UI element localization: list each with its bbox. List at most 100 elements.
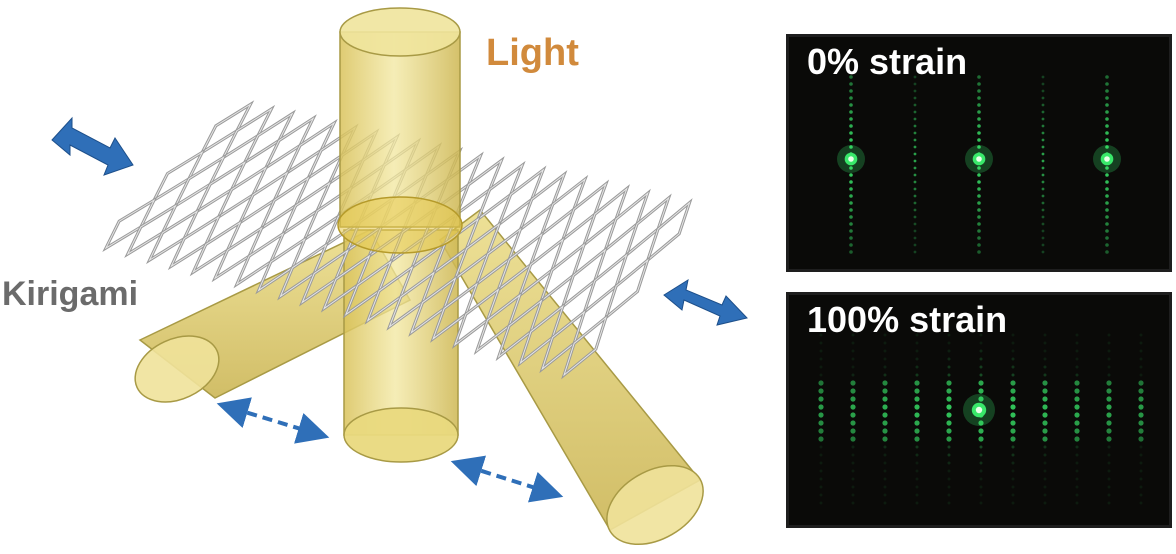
diffraction-main-spot-core: [1104, 156, 1110, 162]
diffraction-spot: [946, 428, 952, 434]
diffraction-spot: [947, 461, 951, 465]
diffraction-spot: [977, 124, 981, 128]
diffraction-spot: [849, 96, 853, 100]
diffraction-spot: [914, 420, 920, 426]
diffraction-spot: [1105, 173, 1109, 177]
diffraction-spot: [915, 485, 919, 489]
diffraction-spot: [849, 215, 853, 219]
diffraction-spot: [850, 404, 856, 410]
diffraction-spot: [1041, 145, 1045, 149]
diffraction-spot: [851, 477, 855, 481]
diffraction-spot: [913, 222, 917, 226]
diffraction-spot: [915, 349, 919, 353]
diffraction-spot: [1107, 501, 1111, 505]
diffraction-spot: [1041, 82, 1045, 86]
diffraction-spot: [1042, 420, 1048, 426]
diffraction-spot: [1138, 436, 1144, 442]
diffraction-spot: [1041, 103, 1045, 107]
diffraction-spot: [883, 341, 887, 345]
diffraction-spot: [915, 365, 919, 369]
diffraction-spot: [819, 349, 823, 353]
diffraction-spot: [1139, 485, 1143, 489]
diffraction-spot: [1139, 373, 1143, 377]
diffraction-spot: [1107, 365, 1111, 369]
diffraction-spot: [849, 250, 853, 254]
diffraction-spot: [946, 436, 952, 442]
diffraction-spot: [1011, 461, 1015, 465]
diffraction-spot: [818, 396, 824, 402]
panel-title-0-strain: 0% strain: [807, 41, 968, 82]
diffraction-spot: [1105, 124, 1109, 128]
diffraction-spot: [849, 124, 853, 128]
diffraction-spot: [1041, 152, 1045, 156]
diffraction-spot: [977, 82, 981, 86]
panel-title-100-strain: 100% strain: [807, 299, 1008, 340]
diffraction-spot: [977, 173, 981, 177]
lattice-cell-highlight: [235, 232, 285, 286]
diffraction-spot: [1105, 103, 1109, 107]
diffraction-spot: [849, 82, 853, 86]
diffraction-spot: [849, 187, 853, 191]
diffraction-spot: [818, 412, 824, 418]
diffraction-spot: [977, 187, 981, 191]
diffraction-spot: [914, 396, 920, 402]
diffraction-spot: [1139, 501, 1143, 505]
diffraction-spot: [1105, 131, 1109, 135]
diffraction-spot: [1107, 341, 1111, 345]
diffraction-spot: [1107, 373, 1111, 377]
lattice-cell-highlight: [213, 226, 263, 280]
diffraction-spot: [913, 75, 917, 79]
diffraction-spot: [977, 117, 981, 121]
diffraction-spot: [978, 380, 984, 386]
diffraction-spot: [1041, 201, 1045, 205]
diffraction-spot: [1043, 333, 1047, 337]
diffraction-spot: [849, 166, 853, 170]
diffraction-spot: [1075, 469, 1079, 473]
diffraction-spot: [1075, 341, 1079, 345]
diffraction-spot: [979, 445, 983, 449]
diffraction-spot: [1105, 82, 1109, 86]
diffraction-spot: [1074, 380, 1080, 386]
diffraction-spot: [1010, 404, 1016, 410]
diffraction-spot: [1041, 124, 1045, 128]
diffraction-spot: [1105, 166, 1109, 170]
diffraction-spot: [1139, 477, 1143, 481]
diffraction-spot: [1043, 373, 1047, 377]
diffraction-spot: [819, 477, 823, 481]
diffraction-spot: [882, 388, 888, 394]
diffraction-spot: [849, 194, 853, 198]
diffraction-spot: [1011, 493, 1015, 497]
diffraction-spot: [979, 333, 983, 337]
diffraction-spot: [851, 349, 855, 353]
diffraction-spot: [849, 103, 853, 107]
diffraction-spot: [851, 461, 855, 465]
diffraction-spot: [818, 436, 824, 442]
diffraction-spot: [849, 131, 853, 135]
diffraction-spot: [882, 420, 888, 426]
lattice-cell-highlight: [432, 282, 478, 341]
diffraction-spot: [1011, 365, 1015, 369]
diffraction-spot: [977, 110, 981, 114]
diffraction-spot: [849, 173, 853, 177]
diffraction-spot: [1043, 365, 1047, 369]
diffraction-spot: [819, 445, 823, 449]
diffraction-spot: [1105, 89, 1109, 93]
diffraction-spot: [977, 145, 981, 149]
diffraction-spot: [1010, 396, 1016, 402]
diffraction-spot: [883, 365, 887, 369]
diffraction-spot: [1041, 243, 1045, 247]
diffraction-spot: [947, 357, 951, 361]
diffraction-spot: [1105, 208, 1109, 212]
diffraction-spot: [851, 365, 855, 369]
diffraction-spot: [850, 420, 856, 426]
lattice-cell-highlight: [563, 316, 607, 377]
diffraction-spot: [1105, 222, 1109, 226]
diffraction-spot: [1010, 436, 1016, 442]
diffraction-spot: [1041, 250, 1045, 254]
lattice-cell-highlight: [388, 271, 435, 329]
diffraction-spot: [850, 412, 856, 418]
diffraction-spot: [1011, 357, 1015, 361]
diffraction-spot: [849, 208, 853, 212]
diffraction-spot: [1107, 445, 1111, 449]
diffraction-spot: [977, 75, 981, 79]
